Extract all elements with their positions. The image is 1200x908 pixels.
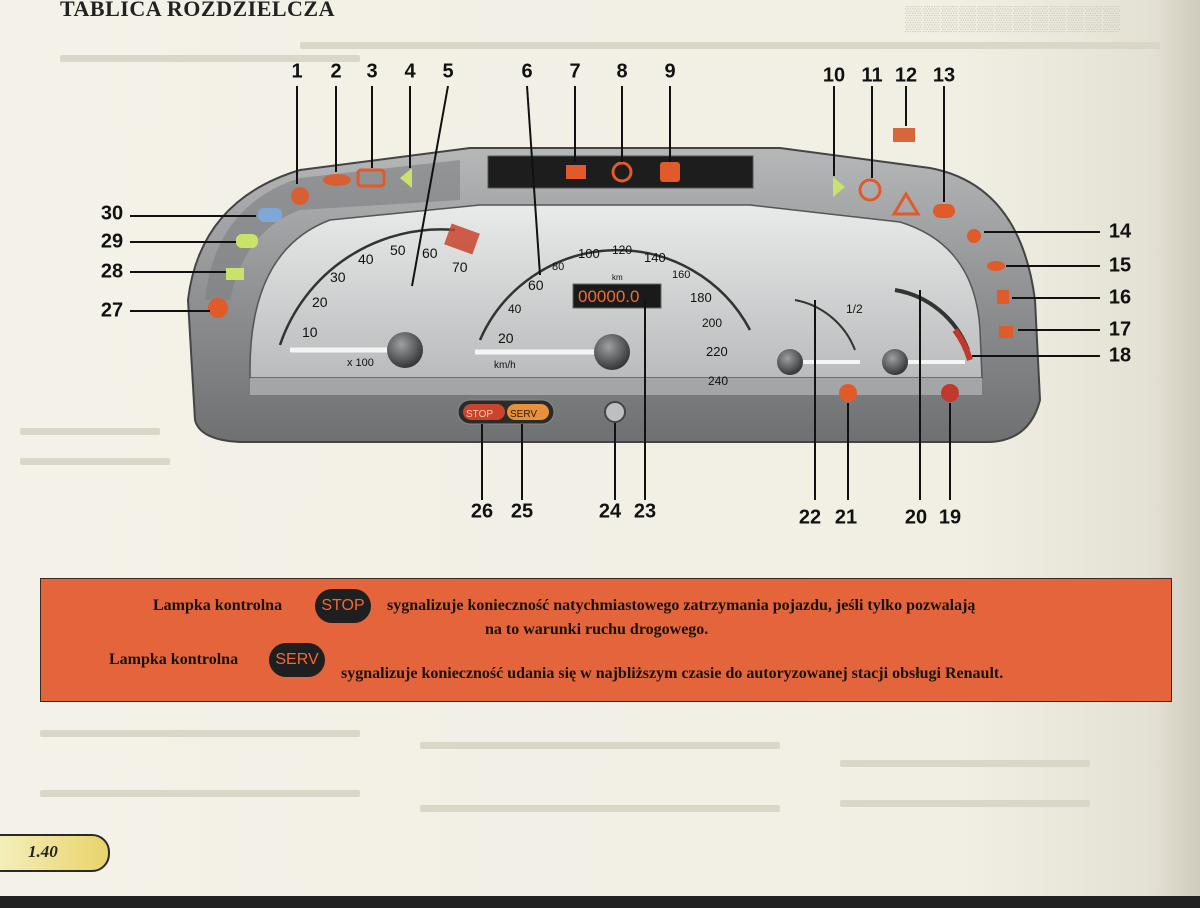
callout-4: 4 xyxy=(404,60,416,83)
callout-15: 15 xyxy=(1108,254,1132,277)
callout-26: 26 xyxy=(470,500,494,523)
callout-13: 13 xyxy=(932,64,956,87)
speed-tick: 200 xyxy=(702,316,722,330)
trip-reset-button xyxy=(604,401,626,423)
ghost-line xyxy=(20,458,170,465)
speed-tick: 180 xyxy=(690,290,712,305)
callout-18: 18 xyxy=(1108,344,1132,367)
callout-27: 27 xyxy=(100,299,124,322)
ghost-line xyxy=(40,730,360,737)
fuel-hub xyxy=(777,349,803,375)
callout-22: 22 xyxy=(798,506,822,529)
serv-lamp-label: SERV xyxy=(510,409,537,420)
callout-24: 24 xyxy=(598,500,622,523)
speed-tick: 40 xyxy=(508,302,522,316)
ghost-line xyxy=(60,55,360,62)
speed-tick: 100 xyxy=(578,246,600,261)
speed-tick: 80 xyxy=(552,261,564,273)
callout-2: 2 xyxy=(330,60,342,83)
tachometer-redzone xyxy=(444,223,480,255)
callout-12: 12 xyxy=(894,64,918,87)
callout-6: 6 xyxy=(521,60,533,83)
callout-7: 7 xyxy=(569,60,581,83)
callout-5: 5 xyxy=(442,60,454,83)
stop-lamp-label: STOP xyxy=(466,409,493,420)
page-bottom-edge xyxy=(0,896,1200,908)
tach-tick: 30 xyxy=(330,269,346,285)
speedometer-arc xyxy=(478,248,752,341)
info-line2-prefix: Lampka kontrolna xyxy=(109,651,239,668)
stop-badge: STOP xyxy=(315,589,371,623)
tach-tick: 60 xyxy=(422,245,438,261)
tach-unit: x 100 xyxy=(347,357,374,369)
page-title: TABLICA ROZDZIELCZA xyxy=(60,0,335,21)
callout-10: 10 xyxy=(822,64,846,87)
callout-3: 3 xyxy=(366,60,378,83)
tachometer-hub xyxy=(387,332,423,368)
callout-30: 30 xyxy=(100,202,124,225)
speed-tick: 120 xyxy=(612,243,632,257)
speed-tick: 240 xyxy=(708,374,728,388)
ghost-line xyxy=(840,760,1090,767)
callout-9: 9 xyxy=(664,60,676,83)
info-line1-prefix: Lampka kontrolna xyxy=(153,597,283,614)
odometer-reading: 00000.0 xyxy=(578,287,639,306)
odometer-display xyxy=(572,283,662,309)
callout-16: 16 xyxy=(1108,286,1132,309)
callout-20: 20 xyxy=(904,506,928,529)
facing-page-ghost-heading: ▒▒▒▒▒▒▒▒▒▒▒▒ xyxy=(905,6,1122,32)
callout-19: 19 xyxy=(938,506,962,529)
callout-21: 21 xyxy=(834,506,858,529)
callout-1: 1 xyxy=(291,60,303,83)
callout-11: 11 xyxy=(861,64,883,87)
warning-lamps xyxy=(208,128,1013,402)
page-number-tab: 1.40 xyxy=(0,834,110,872)
speed-unit: km/h xyxy=(494,360,516,371)
info-line1-suffix: sygnalizuje konieczność natychmiastowego… xyxy=(387,597,976,614)
info-line2-suffix: sygnalizuje konieczność udania się w naj… xyxy=(341,665,1004,682)
odometer-unit: km xyxy=(612,273,623,282)
ghost-line xyxy=(420,742,780,749)
fuel-arc xyxy=(794,299,856,351)
ghost-line xyxy=(40,790,360,797)
tach-tick: 50 xyxy=(390,242,406,258)
center-warning-strip xyxy=(487,155,754,189)
tachometer-arc xyxy=(278,228,456,346)
callout-29: 29 xyxy=(100,230,124,253)
speed-tick: 20 xyxy=(498,330,514,346)
fuel-half-label: 1/2 xyxy=(846,302,863,316)
callout-leaders xyxy=(130,85,1100,500)
ghost-line xyxy=(20,428,160,435)
serv-badge: SERV xyxy=(269,643,325,677)
ghost-line xyxy=(300,42,1160,49)
ghost-line xyxy=(420,805,780,812)
tach-tick: 10 xyxy=(302,324,318,340)
callout-8: 8 xyxy=(616,60,628,83)
callout-14: 14 xyxy=(1108,220,1132,243)
page-number: 1.40 xyxy=(28,842,58,861)
temperature-hub xyxy=(882,349,908,375)
callout-25: 25 xyxy=(510,500,534,523)
tach-tick: 70 xyxy=(452,259,468,275)
speed-tick: 160 xyxy=(672,269,690,281)
callout-17: 17 xyxy=(1108,318,1132,341)
warning-info-box: Lampka kontrolna STOP sygnalizuje koniec… xyxy=(40,578,1172,702)
speed-tick: 140 xyxy=(644,250,666,265)
callout-28: 28 xyxy=(100,260,124,283)
callout-23: 23 xyxy=(633,500,657,523)
tach-tick: 40 xyxy=(358,251,374,267)
speed-tick: 220 xyxy=(706,344,728,359)
info-line1-continuation: na to warunki ruchu drogowego. xyxy=(485,621,709,638)
speedometer-hub xyxy=(594,334,630,370)
ghost-line xyxy=(840,800,1090,807)
tach-tick: 20 xyxy=(312,294,328,310)
speed-tick: 60 xyxy=(528,277,544,293)
